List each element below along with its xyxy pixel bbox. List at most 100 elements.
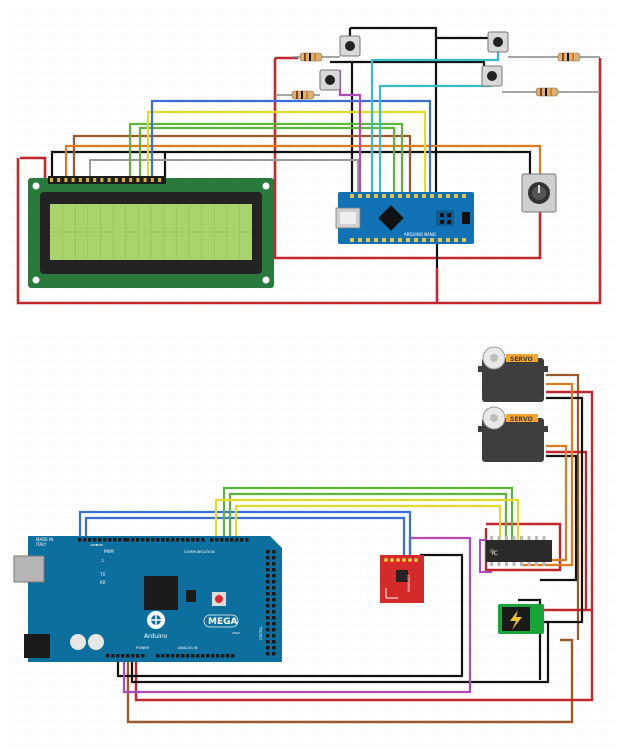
mega-header-pin [266,586,270,590]
mega-header-pin [210,538,214,542]
nano-pin [462,238,466,242]
wire-black-bottom [116,396,584,684]
mega-header-pin [108,538,112,542]
lcd-16x2-module [28,176,274,288]
nano-pin [406,194,410,198]
mega-header-pin [196,654,200,658]
top-circuit: ARDUINO NANO [16,26,602,305]
arduino-mega: MADE IN ITALY AREF GND PWM L TX RX COMMU… [13,536,282,662]
mega-header-pin [272,550,276,554]
mega-header-pin [141,654,145,658]
mega-header-pin [136,538,140,542]
mega-header-pin [191,538,195,542]
mega-digital: DIGITAL [259,626,263,640]
mega-header-pin [220,538,224,542]
ic-pin [512,562,516,566]
resistor-1 [292,52,340,62]
resistor-3 [275,90,320,100]
mega-header-pin [266,592,270,596]
mega-pwm: PWM [104,549,114,554]
mega-header-pin [272,628,276,632]
wire-purple-ic [479,539,492,573]
mega-header-pin [176,654,180,658]
mega-header-pin [181,538,185,542]
nano-pin [422,238,426,242]
nano-pin [446,194,450,198]
lcd-pin [129,178,133,182]
ic-pin [497,562,501,566]
wire-red-bottom [134,390,594,702]
mega-header-pin [123,538,127,542]
nano-pin [390,238,394,242]
nano-pin [382,238,386,242]
mega-header-pin [266,616,270,620]
mega-header-pin [272,586,276,590]
nano-pin [430,238,434,242]
mega-communication: COMMUNICATION [184,550,215,554]
lcd-pin [114,178,118,182]
servo-1-label: SERVO [510,356,533,363]
lcd-pin [86,178,89,182]
mega-header-pin [215,538,219,542]
ic-pin [535,536,538,540]
potentiometer[interactable] [521,173,557,213]
mega-header-pin [156,654,160,658]
mega-header-pin [272,646,276,650]
nano-pin [398,238,402,242]
ic-pin [497,536,501,540]
mega-header-pin [272,592,276,596]
mega-header-pin [98,538,102,542]
ic-pin [512,536,516,540]
mega-header-pin [116,654,120,658]
nano-pin [462,194,466,198]
mega-header-pin [272,652,276,656]
mega-header-pin [272,634,276,638]
ic-pin [505,536,508,540]
mega-header-pin [266,652,270,656]
ic-pin [542,536,546,540]
mega-header-pin [272,616,276,620]
nano-pin [374,238,378,242]
push-button-4[interactable] [481,65,503,87]
lcd-pin [150,178,154,182]
mega-header-pin [106,654,110,658]
push-button-3[interactable] [319,69,341,91]
mega-header-pin [266,550,270,554]
mega-header-pin [266,646,270,650]
ic-pin [490,562,493,566]
mega-header-pin [216,654,220,658]
nano-pin [438,194,442,198]
mega-header-pin [266,556,270,560]
ic-label: IC [492,550,498,557]
mega-header-pin [166,654,170,658]
mega-header-pin [93,538,97,542]
arduino-nano: ARDUINO NANO [335,192,474,244]
mega-header-pin [225,538,229,542]
ic-pin [520,536,523,540]
ic-chip: IC [486,536,552,566]
mega-header-pin [245,538,249,542]
mega-year: 2560 [232,631,240,635]
wire-orange-top [64,144,542,180]
nano-pin [438,238,442,242]
nano-pin [366,238,370,242]
lcd-pin [107,178,111,182]
lcd-pin [136,178,140,182]
mega-header-pin [221,654,225,658]
mega-header-pin [151,538,155,542]
mega-header-pin [266,634,270,638]
mega-header-pin [176,538,180,542]
accelerometer-label: MMA8452 [407,575,411,592]
servo-motor-2: SERVO [478,406,548,462]
mega-header-pin [266,640,270,644]
nano-pin [350,194,354,198]
nano-pin [358,238,362,242]
mega-header-pin [231,654,235,658]
push-button-2[interactable] [487,31,509,53]
ic-pin [520,562,523,566]
mega-header-pin [272,622,276,626]
push-button-1[interactable] [339,35,361,57]
mega-header-pin [201,538,205,542]
dc-power-jack [498,604,544,634]
lcd-pin [64,178,68,182]
